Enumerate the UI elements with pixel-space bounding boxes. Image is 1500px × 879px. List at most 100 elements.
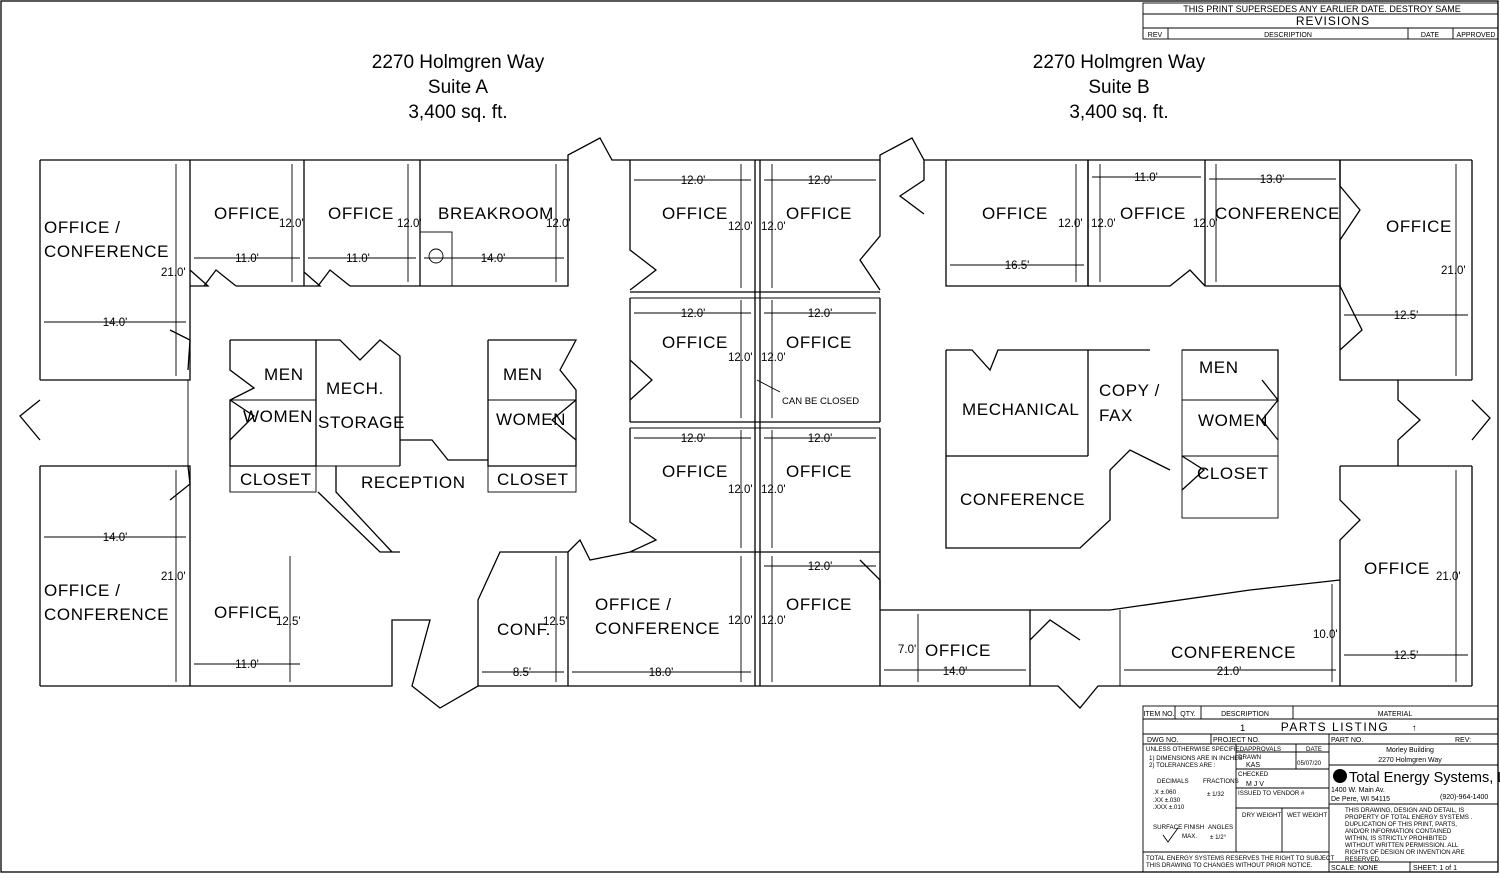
room-label: WOMEN bbox=[243, 407, 313, 426]
suite-b-address: 2270 Holmgren Way bbox=[1033, 52, 1206, 73]
dimension-label: 11.0' bbox=[235, 253, 259, 265]
fraction-tolerance: ± 1/32 bbox=[1207, 791, 1225, 798]
dimension-label: 14.0' bbox=[943, 666, 968, 678]
tolerance-xxx: .XXX ±.010 bbox=[1153, 804, 1185, 811]
dimension-label: 12.0' bbox=[546, 218, 571, 230]
room-label: OFFICE bbox=[925, 641, 991, 660]
property-notice-4: AND/OR INFORMATION CONTAINED bbox=[1345, 828, 1452, 835]
tolerances-note: 2) TOLERANCES ARE : bbox=[1149, 762, 1216, 769]
room-label: RECEPTION bbox=[361, 473, 466, 492]
dimension-label: 12.5' bbox=[1394, 650, 1419, 662]
room-label: CLOSET bbox=[240, 470, 312, 489]
room-label: MEN bbox=[264, 365, 304, 384]
dimension-lines bbox=[44, 164, 1468, 682]
dimension-label: 12.5' bbox=[1394, 310, 1419, 322]
room-label: MEN bbox=[503, 365, 543, 384]
company-name: Total Energy Systems, LLC bbox=[1349, 770, 1500, 786]
dimension-label: 14.0' bbox=[103, 317, 128, 329]
fractions-label: FRACTIONS bbox=[1203, 778, 1239, 785]
can-be-closed-note: CAN BE CLOSED bbox=[782, 396, 859, 407]
dimension-label: 11.0' bbox=[346, 253, 370, 265]
description-column: DESCRIPTION bbox=[1264, 32, 1312, 39]
dimension-label: 12.0' bbox=[728, 352, 753, 364]
room-label: OFFICE bbox=[662, 333, 728, 352]
room-label: CONFERENCE bbox=[1215, 204, 1340, 223]
dry-weight-label: DRY WEIGHT bbox=[1242, 812, 1282, 819]
material-header: MATERIAL bbox=[1378, 711, 1413, 718]
dimension-label: 12.0' bbox=[808, 175, 833, 187]
project-name: Morley Building bbox=[1386, 747, 1434, 754]
room-label: MECHANICAL bbox=[962, 400, 1079, 419]
room-label: MEN bbox=[1199, 358, 1239, 377]
project-no-label: PROJECT NO. bbox=[1213, 737, 1260, 744]
dimension-label: 7.0' bbox=[898, 644, 916, 656]
dimension-label: 12.0' bbox=[808, 433, 833, 445]
drawn-by: KAS bbox=[1246, 762, 1260, 769]
room-label: OFFICE bbox=[662, 204, 728, 223]
checked-by: M J V bbox=[1246, 781, 1264, 788]
room-label: CONFERENCE bbox=[44, 242, 169, 261]
dimension-label: 12.0' bbox=[397, 218, 422, 230]
wet-weight-label: WET WEIGHT bbox=[1287, 812, 1327, 819]
dimension-label: 12.0' bbox=[728, 484, 753, 496]
revisions-heading: REVISIONS bbox=[1296, 14, 1370, 28]
dimension-label: 12.0' bbox=[728, 615, 753, 627]
dimension-label: 12.0' bbox=[761, 615, 786, 627]
room-label: FAX bbox=[1099, 406, 1133, 425]
room-label: OFFICE bbox=[1386, 217, 1452, 236]
reserve-note-2: THIS DRAWING TO CHANGES WITHOUT PRIOR NO… bbox=[1146, 862, 1313, 869]
dimension-label: 12.0' bbox=[681, 433, 706, 445]
dimension-label: 12.0' bbox=[761, 221, 786, 233]
supersede-note: THIS PRINT SUPERSEDES ANY EARLIER DATE. … bbox=[1183, 4, 1460, 14]
decimals-label: DECIMALS bbox=[1157, 778, 1189, 785]
dimension-label: 12.0' bbox=[761, 484, 786, 496]
room-label: CLOSET bbox=[497, 470, 569, 489]
property-notice-7: RIGHTS OF DESIGN OR INVENTION ARE bbox=[1345, 849, 1465, 856]
room-label: OFFICE / bbox=[44, 218, 121, 237]
drawn-date: 05/07/20 bbox=[1297, 760, 1322, 767]
revision-block: THIS PRINT SUPERSEDES ANY EARLIER DATE. … bbox=[1142, 2, 1499, 40]
rev-label: REV: bbox=[1455, 737, 1471, 744]
max-label: MAX. bbox=[1182, 833, 1197, 840]
unless-note: UNLESS OTHERWISE SPECIFIED bbox=[1146, 746, 1245, 753]
approved-column: APPROVED bbox=[1457, 32, 1496, 39]
dimension-label: 11.0' bbox=[235, 659, 259, 671]
dimension-label: 21.0' bbox=[1217, 666, 1242, 678]
suite-a-address: 2270 Holmgren Way bbox=[372, 52, 545, 73]
dimension-label: 8.5' bbox=[513, 667, 531, 679]
dimension-label: 18.0' bbox=[649, 667, 674, 679]
dimension-label: 21.0' bbox=[161, 267, 186, 279]
parts-listing-title: PARTS LISTING bbox=[1281, 720, 1389, 734]
dimension-label: 12.0' bbox=[279, 218, 304, 230]
room-label: OFFICE bbox=[662, 462, 728, 481]
room-label: CONFERENCE bbox=[1171, 643, 1296, 662]
property-notice-2: PROPERTY OF TOTAL ENERGY SYSTEMS . bbox=[1345, 814, 1473, 821]
room-label: OFFICE bbox=[214, 204, 280, 223]
suite-b-area: 3,400 sq. ft. bbox=[1069, 102, 1168, 123]
room-label: OFFICE bbox=[786, 595, 852, 614]
dimension-label: 12.5' bbox=[276, 616, 301, 628]
suite-a-title: 2270 Holmgren Way Suite A 3,400 sq. ft. bbox=[372, 52, 545, 123]
room-label: OFFICE bbox=[786, 333, 852, 352]
property-notice-1: THIS DRAWING, DESIGN AND DETAIL, IS bbox=[1345, 807, 1464, 814]
dimension-label: 14.0' bbox=[103, 532, 128, 544]
property-notice-5: WITHIN, IS STRICTLY PROHIBITED bbox=[1345, 835, 1447, 842]
room-label: OFFICE bbox=[982, 204, 1048, 223]
issued-label: ISSUED TO VENDOR # bbox=[1238, 790, 1305, 797]
room-label: OFFICE bbox=[328, 204, 394, 223]
scale-label: SCALE: NONE bbox=[1331, 865, 1378, 872]
dimension-label: 10.0' bbox=[1313, 629, 1338, 641]
part-no-label: PART NO. bbox=[1331, 737, 1363, 744]
property-notice-6: WITHOUT WRITTEN PERMISSION. ALL bbox=[1345, 842, 1459, 849]
dimension-label: 14.0' bbox=[481, 253, 506, 265]
drawn-label: DRAWN bbox=[1238, 754, 1261, 761]
project-address: 2270 Holmgren Way bbox=[1378, 757, 1442, 764]
room-label: CONFERENCE bbox=[44, 605, 169, 624]
room-label: OFFICE bbox=[1120, 204, 1186, 223]
company-logo-icon bbox=[1333, 769, 1347, 783]
room-label: COPY / bbox=[1099, 381, 1160, 400]
date-column: DATE bbox=[1421, 32, 1439, 39]
tolerance-xx: .XX ±.030 bbox=[1153, 797, 1181, 804]
dimension-label: 12.0' bbox=[1193, 218, 1218, 230]
